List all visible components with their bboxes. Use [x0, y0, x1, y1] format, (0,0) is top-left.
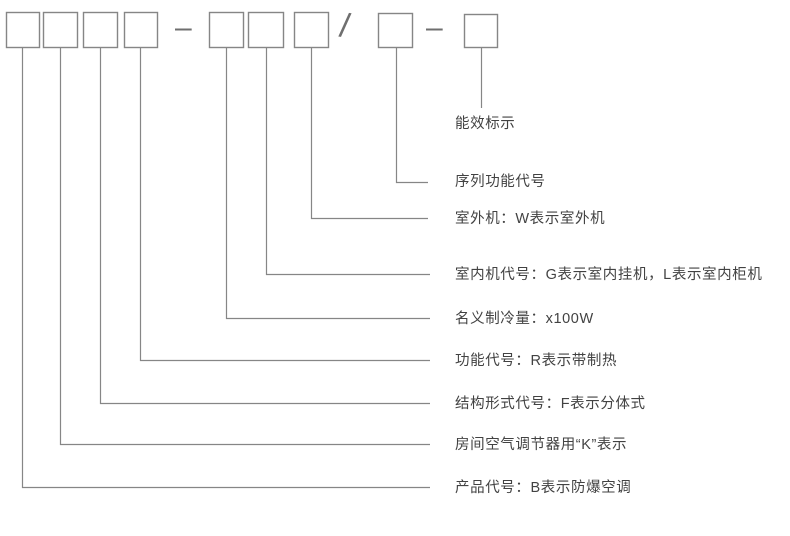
- connector-room-air-conditioner: [59, 47, 430, 446]
- connector-series-function-code: [395, 47, 428, 184]
- separator-dash-1: –: [175, 11, 192, 44]
- connector-outdoor-unit: [310, 47, 428, 220]
- connector-function-code: [139, 47, 430, 362]
- label-function-code: 功能代号：R表示带制热: [455, 353, 618, 369]
- code-box-2: [42, 11, 79, 49]
- label-room-air-conditioner: 房间空气调节器用“K”表示: [455, 437, 628, 453]
- code-box-7: [293, 11, 330, 49]
- label-indoor-unit-code: 室内机代号：G表示室内挂机，L表示室内柜机: [455, 267, 763, 283]
- code-box-4: [123, 11, 159, 49]
- label-series-function-code: 序列功能代号: [455, 174, 546, 190]
- connector-indoor-unit-code: [265, 47, 430, 276]
- label-outdoor-unit: 室外机：W表示室外机: [455, 211, 606, 227]
- code-box-3: [82, 11, 119, 49]
- connector-product-code: [21, 47, 430, 489]
- code-box-1: [5, 11, 41, 49]
- code-box-6: [247, 11, 285, 49]
- connector-nominal-cooling: [225, 47, 430, 320]
- code-box-8: [377, 12, 414, 49]
- label-structure-type-code: 结构形式代号：F表示分体式: [455, 396, 646, 412]
- code-box-5: [208, 11, 245, 49]
- label-energy-efficiency: 能效标示: [455, 116, 516, 132]
- code-box-9: [463, 13, 499, 49]
- label-nominal-cooling-capacity: 名义制冷量：x100W: [455, 311, 594, 327]
- connector-structure-type-code: [99, 47, 430, 405]
- separator-dash-2: –: [426, 11, 443, 44]
- label-product-code: 产品代号：B表示防爆空调: [455, 480, 632, 496]
